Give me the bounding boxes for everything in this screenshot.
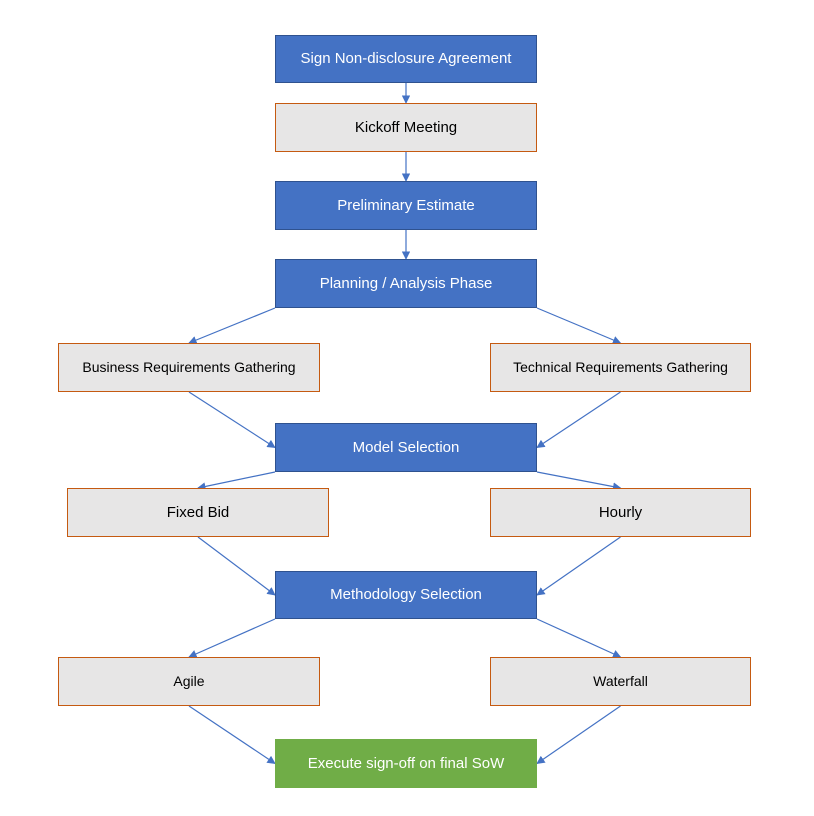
node-methodology-selection: Methodology Selection	[275, 571, 537, 619]
node-label: Hourly	[598, 503, 643, 521]
node-label: Business Requirements Gathering	[82, 359, 296, 376]
node-agile: Agile	[58, 657, 320, 706]
connector-methodology-to-agile	[188, 618, 276, 658]
node-label: Fixed Bid	[166, 503, 230, 521]
node-sign-nda: Sign Non-disclosure Agreement	[275, 35, 537, 83]
node-label: Kickoff Meeting	[354, 118, 458, 136]
node-preliminary-estimate: Preliminary Estimate	[275, 181, 537, 230]
node-fixed-bid: Fixed Bid	[67, 488, 329, 537]
connector-fixed_bid-to-methodology	[197, 536, 276, 596]
node-label: Model Selection	[352, 438, 460, 456]
node-label: Planning / Analysis Phase	[319, 274, 493, 292]
node-label: Agile	[173, 673, 205, 690]
connector-technical_req-to-model	[536, 391, 621, 448]
connector-planning-to-technical_req	[536, 307, 622, 344]
node-execute-signoff: Execute sign-off on final SoW	[275, 739, 537, 788]
node-waterfall: Waterfall	[490, 657, 751, 706]
node-label: Sign Non-disclosure Agreement	[300, 50, 512, 68]
node-label: Technical Requirements Gathering	[513, 359, 728, 376]
connector-model-to-hourly	[536, 471, 622, 491]
connector-business_req-to-model	[188, 391, 276, 449]
connector-model-to-fixed_bid	[197, 471, 276, 491]
node-hourly: Hourly	[490, 488, 751, 537]
connector-methodology-to-waterfall	[536, 618, 622, 658]
node-label: Waterfall	[593, 673, 648, 690]
node-label: Execute sign-off on final SoW	[307, 754, 505, 772]
connector-agile-to-signoff	[188, 705, 276, 764]
node-technical-requirements: Technical Requirements Gathering	[490, 343, 751, 392]
connector-hourly-to-methodology	[536, 536, 621, 596]
node-planning-analysis: Planning / Analysis Phase	[275, 259, 537, 308]
node-business-requirements: Business Requirements Gathering	[58, 343, 320, 392]
connector-waterfall-to-signoff	[536, 705, 621, 764]
node-model-selection: Model Selection	[275, 423, 537, 472]
connector-planning-to-business_req	[188, 307, 276, 345]
node-label: Methodology Selection	[330, 586, 482, 604]
node-label: Preliminary Estimate	[337, 196, 475, 214]
node-kickoff-meeting: Kickoff Meeting	[275, 103, 537, 152]
